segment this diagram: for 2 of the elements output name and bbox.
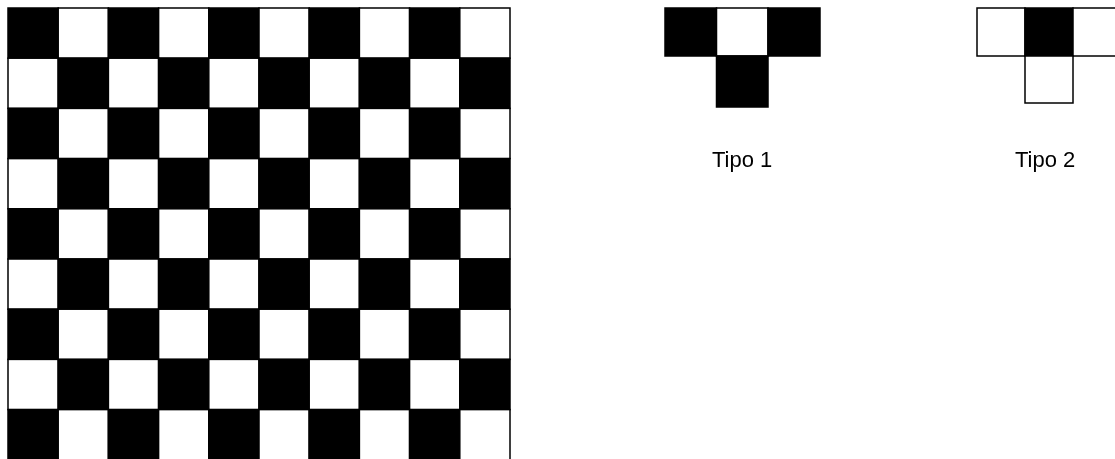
shape-caption: Tipo 1: [712, 147, 773, 173]
shape-caption: Tipo 2: [1015, 147, 1076, 173]
